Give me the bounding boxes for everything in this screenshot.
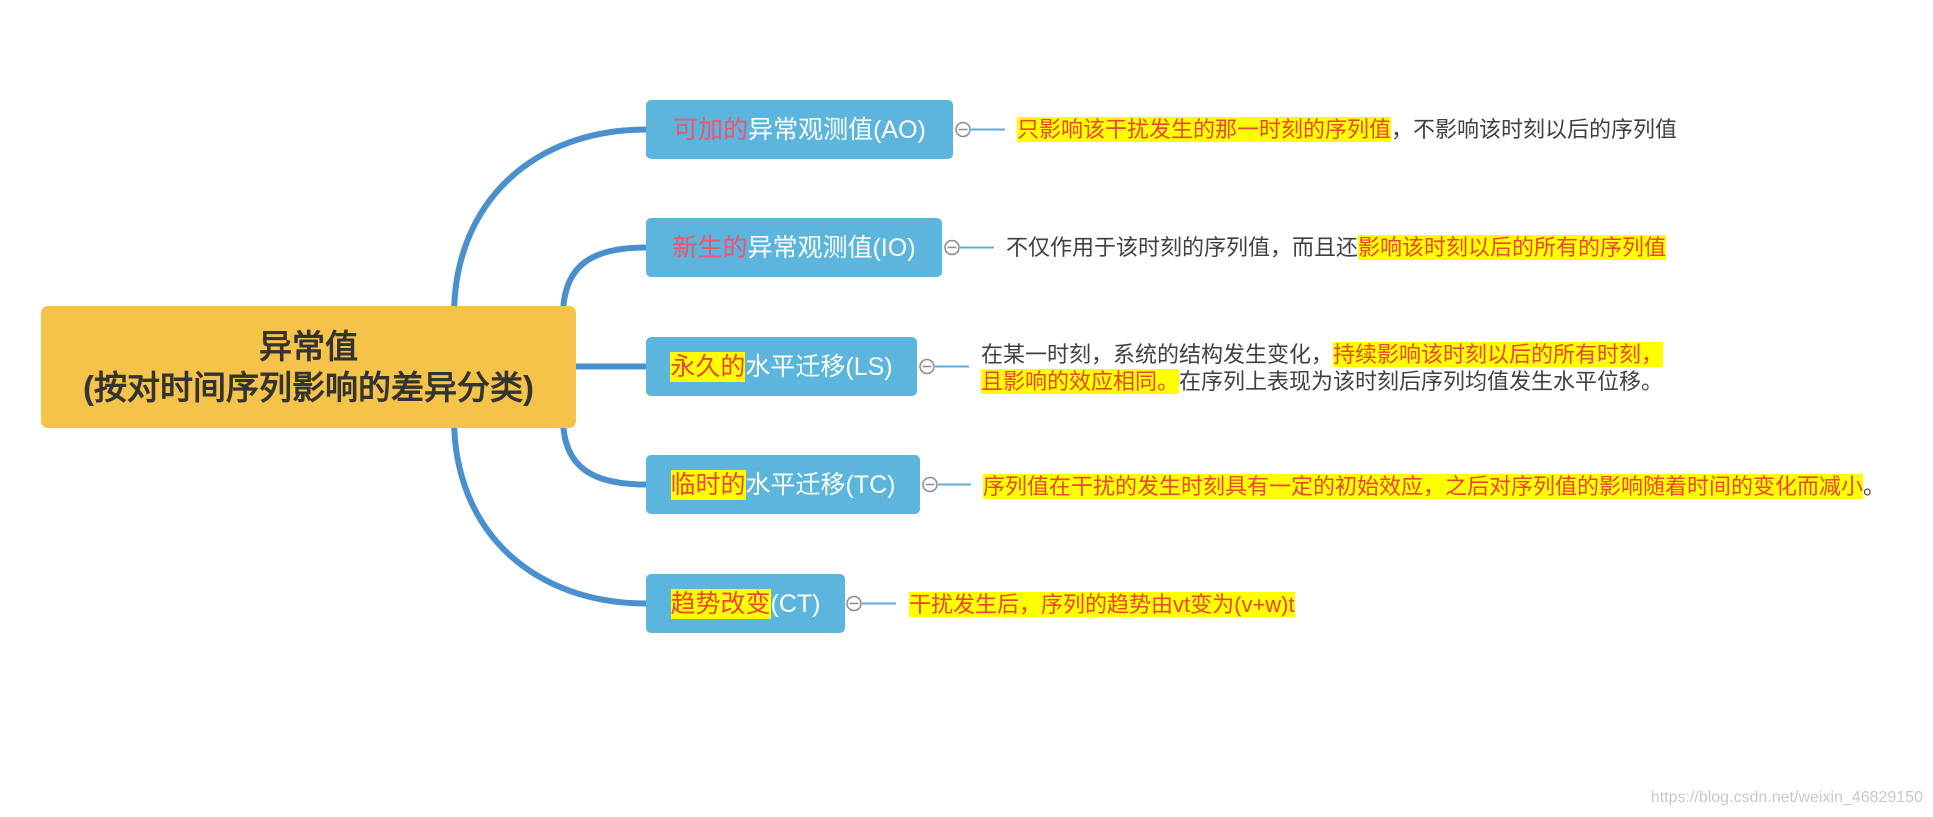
topic-prefix: 永久的 [670, 351, 746, 382]
collapse-minus-icon[interactable] [944, 239, 960, 256]
note-highlight-text: 只影响该干扰发生的那一时刻的序列值 [1017, 117, 1392, 142]
note-line: 且影响的效应相同。在序列上表现为该时刻后序列均值发生水平位移。 [981, 368, 1663, 395]
topic-label: 异常观测值(IO) [747, 233, 916, 262]
note-text: 在序列上表现为该时刻后序列均值发生水平位移。 [1179, 369, 1664, 394]
note-additive-outlier: 只影响该干扰发生的那一时刻的序列值，不影响该时刻以后的序列值 [1017, 116, 1677, 143]
watermark: https://blog.csdn.net/weixin_46829150 [1650, 789, 1923, 806]
note-text: ，不影响该时刻以后的序列值 [1391, 117, 1678, 142]
note-text: 。 [1863, 474, 1886, 499]
topic-label: 水平迁移(LS) [745, 352, 893, 381]
topic-change-in-trend[interactable]: 趋势改变(CT) [646, 574, 845, 633]
note-highlight-text: 且影响的效应相同。 [981, 369, 1180, 394]
connector-curve-io [560, 244, 649, 319]
root-subtitle: (按对时间序列影响的差异分类) [83, 369, 534, 406]
note-highlight-text: 干扰发生后，序列的趋势由vt变为(v+w)t [909, 592, 1295, 617]
topic-temporary-change[interactable]: 临时的水平迁移(TC) [646, 455, 920, 514]
topic-label: 水平迁移(TC) [745, 470, 896, 499]
collapse-minus-icon[interactable] [955, 121, 971, 138]
note-temporary-change: 序列值在干扰的发生时刻具有一定的初始效应，之后对序列值的影响随着时间的变化而减小… [983, 473, 1885, 500]
topic-label: 异常观测值(AO) [748, 115, 926, 144]
topic-level-shift[interactable]: 永久的水平迁移(LS) [646, 337, 917, 396]
note-highlight-text: 序列值在干扰的发生时刻具有一定的初始效应，之后对序列值的影响随着时间的变化而减小 [983, 474, 1864, 499]
connector-curve-ct [451, 415, 649, 607]
note-level-shift: 在某一时刻，系统的结构发生变化，持续影响该时刻以后的所有时刻， 且影响的效应相同… [981, 341, 1664, 395]
connector-curve-ao [451, 126, 649, 319]
topic-additive-outlier[interactable]: 可加的异常观测值(AO) [646, 100, 953, 159]
collapse-minus-icon[interactable] [919, 358, 935, 375]
topic-innovational-outlier[interactable]: 新生的异常观测值(IO) [646, 218, 942, 277]
note-change-in-trend: 干扰发生后，序列的趋势由vt变为(v+w)t [909, 591, 1295, 618]
topic-prefix: 临时的 [670, 469, 746, 500]
note-text: 不仅作用于该时刻的序列值，而且还 [1006, 235, 1359, 260]
note-line: 在某一时刻，系统的结构发生变化，持续影响该时刻以后的所有时刻， [981, 341, 1664, 368]
root-topic[interactable]: 异常值 (按对时间序列影响的差异分类) [41, 306, 576, 428]
note-highlight-text: 持续影响该时刻以后的所有时刻， [1333, 342, 1664, 367]
note-innovational-outlier: 不仅作用于该时刻的序列值，而且还影响该时刻以后的所有的序列值 [1006, 234, 1667, 261]
topic-prefix: 趋势改变 [670, 588, 771, 619]
collapse-minus-icon[interactable] [846, 595, 862, 612]
note-text: 在某一时刻，系统的结构发生变化， [981, 342, 1334, 367]
note-highlight-text: 影响该时刻以后的所有的序列值 [1358, 235, 1667, 260]
root-title: 异常值 [259, 328, 358, 365]
topic-prefix: 可加的 [673, 115, 749, 144]
topic-label: (CT) [770, 589, 821, 618]
collapse-minus-icon[interactable] [922, 476, 938, 493]
connector-curve-tc [560, 415, 649, 488]
topic-prefix: 新生的 [672, 233, 748, 262]
